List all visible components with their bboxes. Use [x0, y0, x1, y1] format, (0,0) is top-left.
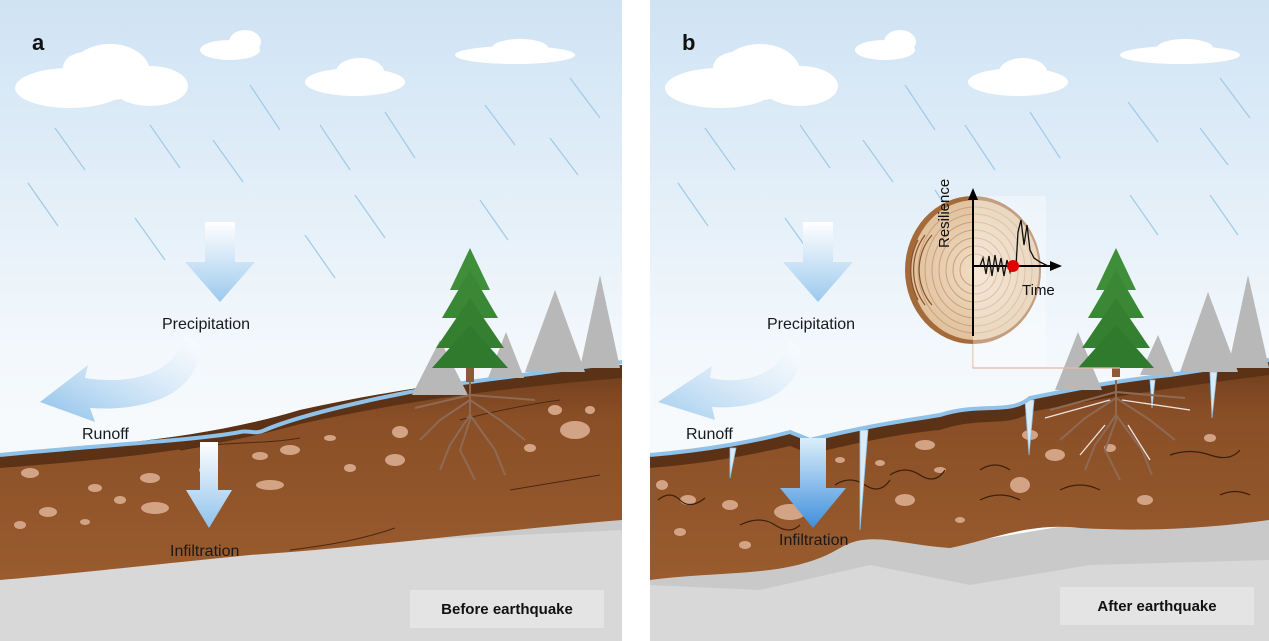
cloud [1120, 39, 1240, 64]
cloud [200, 30, 261, 60]
tree-roots [1049, 380, 1186, 481]
resilience-axis-label: Resilience [936, 178, 953, 248]
cloud [968, 58, 1068, 96]
clouds [15, 30, 575, 108]
runoff-arrow [40, 335, 200, 422]
panel-before-earthquake: a Precipitation Runoff Infiltration Befo… [0, 0, 622, 641]
inset-overlay [973, 196, 1046, 366]
time-axis-label: Time [1022, 282, 1055, 299]
cloud [15, 44, 188, 108]
precipitation-arrow [783, 222, 853, 302]
x-axis-arrowhead [1050, 261, 1062, 271]
status-badge: Before earthquake [410, 590, 604, 628]
soil-lines [657, 449, 1251, 531]
panel-after-earthquake: b Precipitation Runoff Infiltration Resi… [650, 0, 1269, 641]
infiltration-label: Infiltration [779, 532, 849, 549]
panel-letter: b [682, 30, 696, 55]
tree-roots [414, 382, 536, 481]
green-tree [432, 248, 508, 382]
tree-rings [917, 206, 1033, 334]
runoff-label: Runoff [82, 426, 129, 443]
tree-ring-inset [905, 188, 1062, 366]
precipitation-label: Precipitation [767, 316, 856, 333]
tree-ring-wood [911, 200, 1039, 340]
cloud [665, 44, 838, 108]
infiltration-label: Infiltration [170, 543, 240, 560]
cloud [455, 39, 575, 64]
precipitation-arrow [185, 222, 255, 302]
panel-letter: a [32, 30, 45, 55]
green-tree [1078, 248, 1154, 377]
infiltration-arrow [186, 442, 232, 528]
tree-rings-dark [910, 234, 933, 306]
scene-after [650, 0, 1269, 641]
background-trees [1055, 275, 1269, 390]
runoff-arrow [658, 340, 802, 420]
clouds [665, 30, 1240, 108]
status-badge: After earthquake [1060, 587, 1254, 625]
scene-before [0, 0, 622, 641]
cloud [855, 30, 916, 60]
surface-water-line [0, 360, 622, 457]
y-axis-arrowhead [968, 188, 978, 200]
precipitation-label: Precipitation [162, 316, 251, 333]
cloud [305, 58, 405, 96]
rain [27, 77, 601, 279]
disturbance-marker [1007, 260, 1019, 272]
root-cracks [1044, 399, 1191, 461]
runoff-label: Runoff [686, 426, 733, 443]
resilience-signal [979, 219, 1049, 277]
infiltration-arrow [780, 438, 846, 528]
